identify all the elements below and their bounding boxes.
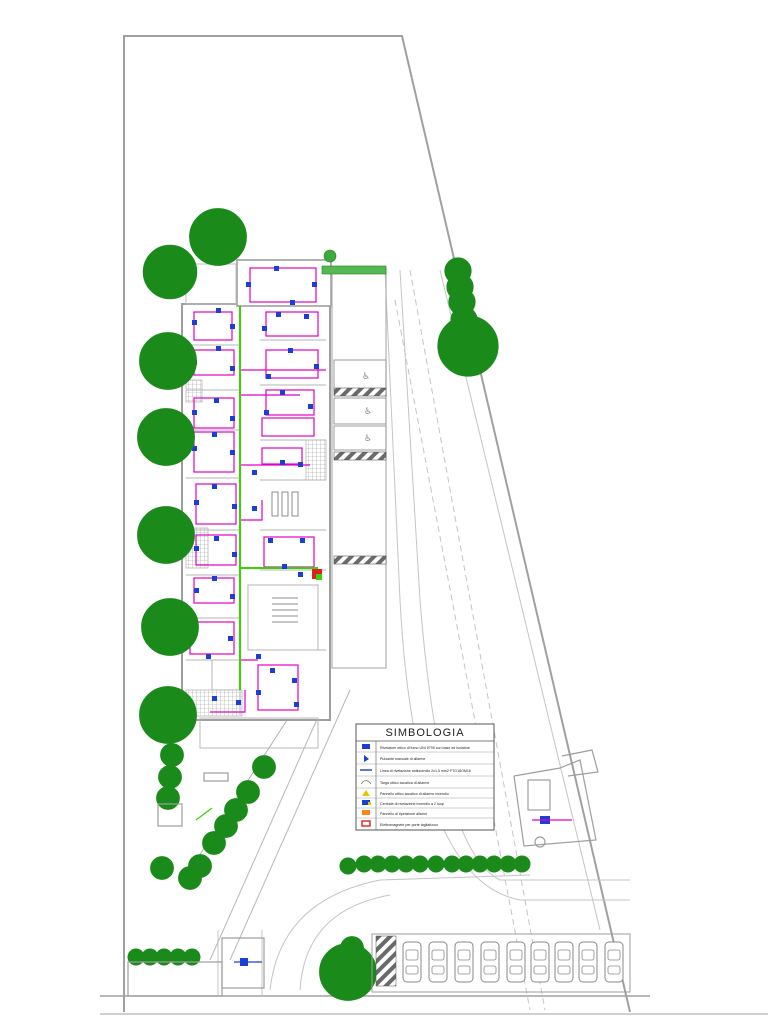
svg-text:♿: ♿ xyxy=(364,407,372,417)
legend-item-3-label: Linea di rivelazione antincendio 2x1,5 m… xyxy=(380,769,471,773)
svg-text:♿: ♿ xyxy=(362,372,370,382)
sprinkler-detector-icon xyxy=(362,744,370,749)
car-parking xyxy=(371,933,631,993)
legend-item-5-label: Pannello ottico acustico di allarme ince… xyxy=(380,792,449,796)
legend-item-4-label: Targa ottico acustica di allarme xyxy=(380,781,429,785)
building xyxy=(181,259,387,749)
legend-title: SIMBOLOGIA xyxy=(385,727,464,739)
warning-light-icon xyxy=(362,790,370,796)
disabled-parking: ♿ ♿ ♿ xyxy=(333,359,387,565)
control-panel xyxy=(312,569,322,580)
gate-house xyxy=(127,772,265,997)
detectors xyxy=(190,266,319,707)
svg-text:♿: ♿ xyxy=(364,434,372,444)
manual-call-point-icon xyxy=(364,755,369,762)
legend-item-7-label: Pannello di ripetizione allarmi xyxy=(380,812,427,816)
repeater-panel-icon xyxy=(362,810,370,815)
legend-item-6-label: Centrale di rivelazione incendio a 2 loo… xyxy=(380,802,444,806)
legend-item-1-label: Rivelatore ottico di fumo UNI 9795 con b… xyxy=(380,746,470,750)
legend-item-2-label: Pulsante manuale di allarme xyxy=(380,757,425,761)
legend: SIMBOLOGIA Rivelatore ottico di fumo UNI… xyxy=(355,723,495,831)
outbuilding xyxy=(513,749,599,848)
staircase xyxy=(271,491,299,623)
siren-icon xyxy=(360,780,372,785)
control-panel-icon xyxy=(362,800,371,805)
legend-item-8-label: Elettromagnete per porte tagliafuoco xyxy=(380,823,438,827)
fire-door-icon xyxy=(361,820,371,827)
hedge-row xyxy=(321,249,387,275)
main-line xyxy=(239,306,318,690)
